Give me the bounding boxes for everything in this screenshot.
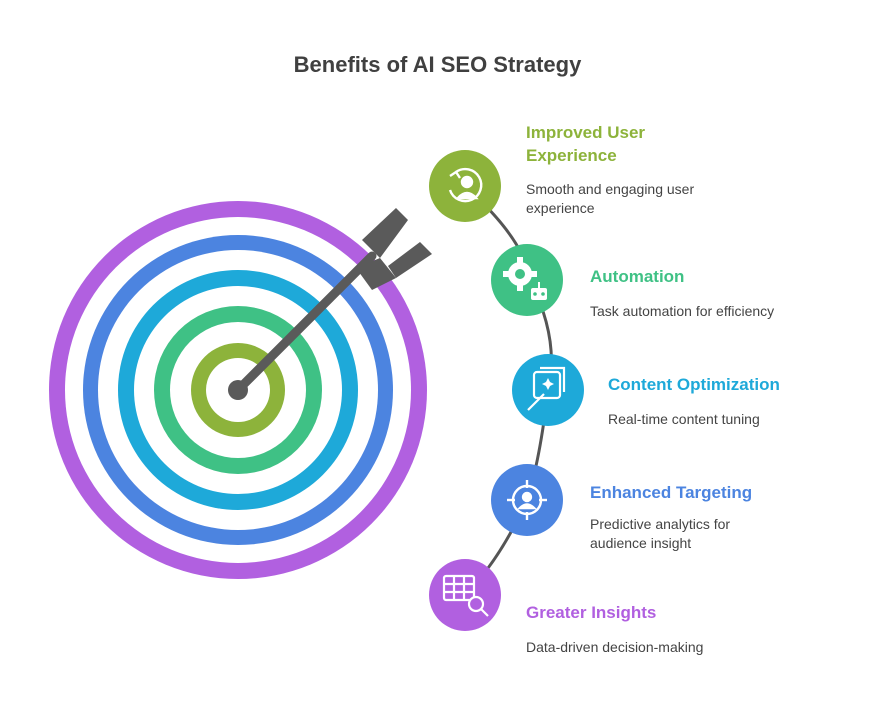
arrow [228, 208, 432, 400]
magic-wand-icon [527, 366, 566, 411]
benefit-desc-3: Real-time content tuning [608, 411, 760, 427]
page-title: Benefits of AI SEO Strategy [293, 52, 582, 77]
gear-robot-icon [503, 257, 547, 300]
benefit-icon-3 [512, 354, 584, 426]
benefit-label-1: Improved User Experience [526, 123, 646, 165]
benefit-desc-1: Smooth and engaging user experience [526, 181, 695, 216]
benefit-icon-1 [429, 150, 501, 222]
benefit-icon-2 [491, 244, 563, 316]
benefit-label-3: Content Optimization [608, 375, 780, 394]
benefit-label-5: Greater Insights [526, 603, 657, 622]
benefit-icon-4 [491, 464, 563, 536]
benefit-label-4: Enhanced Targeting [590, 483, 753, 502]
target-user-icon [507, 480, 547, 520]
benefit-desc-4: Predictive analytics for audience insigh… [590, 516, 731, 551]
benefit-desc-5: Data-driven decision-making [526, 639, 704, 655]
table-search-icon [442, 574, 489, 617]
user-refresh-icon [448, 167, 483, 203]
benefit-desc-2: Task automation for efficiency [590, 303, 775, 319]
benefit-label-2: Automation [590, 267, 685, 286]
benefit-icon-5 [429, 559, 501, 631]
